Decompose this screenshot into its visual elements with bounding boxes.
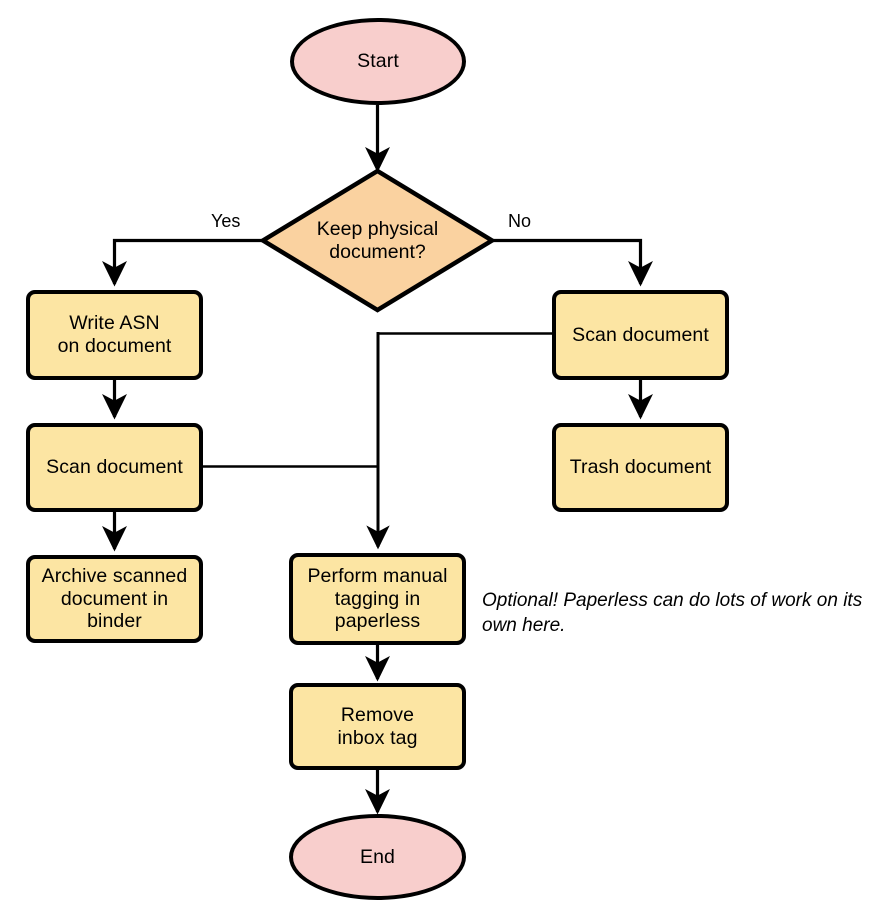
node-scan-document-right[interactable]: Scan document bbox=[552, 290, 729, 380]
node-perform-manual-tagging-label: Perform manual tagging in paperless bbox=[307, 565, 448, 633]
edge-label-no: No bbox=[508, 211, 532, 231]
decision-diamond-shape bbox=[258, 168, 497, 313]
node-archive-label: Archive scanned document in binder bbox=[41, 565, 188, 633]
edge-no-to-scan-right bbox=[492, 238, 653, 287]
node-start[interactable]: Start bbox=[290, 18, 466, 105]
node-archive-scanned-document[interactable]: Archive scanned document in binder bbox=[26, 555, 203, 643]
node-end[interactable]: End bbox=[289, 814, 466, 900]
edge-label-yes: Yes bbox=[211, 211, 241, 231]
node-scan-document-left-label: Scan document bbox=[46, 456, 183, 479]
node-decision-keep-physical-document[interactable]: Keep physical document? bbox=[263, 171, 492, 310]
node-scan-document-right-label: Scan document bbox=[572, 323, 709, 346]
annotation-optional-note: Optional! Paperless can do lots of work … bbox=[482, 588, 888, 638]
node-start-label: Start bbox=[357, 50, 399, 73]
node-write-asn-on-document[interactable]: Write ASN on document bbox=[26, 290, 203, 380]
node-remove-inbox-tag-label: Remove inbox tag bbox=[337, 703, 418, 749]
node-trash-document-label: Trash document bbox=[569, 456, 712, 479]
annotation-optional-note-text: Optional! Paperless can do lots of work … bbox=[482, 590, 863, 637]
edge-yes-to-write-asn bbox=[102, 238, 263, 287]
node-perform-manual-tagging[interactable]: Perform manual tagging in paperless bbox=[289, 553, 466, 645]
node-write-asn-label: Write ASN on document bbox=[57, 312, 172, 357]
node-trash-document[interactable]: Trash document bbox=[552, 423, 729, 512]
node-end-label: End bbox=[360, 845, 395, 868]
node-scan-document-left[interactable]: Scan document bbox=[26, 423, 203, 512]
node-decision-label: Keep physical document? bbox=[316, 217, 439, 263]
node-remove-inbox-tag[interactable]: Remove inbox tag bbox=[289, 683, 466, 770]
